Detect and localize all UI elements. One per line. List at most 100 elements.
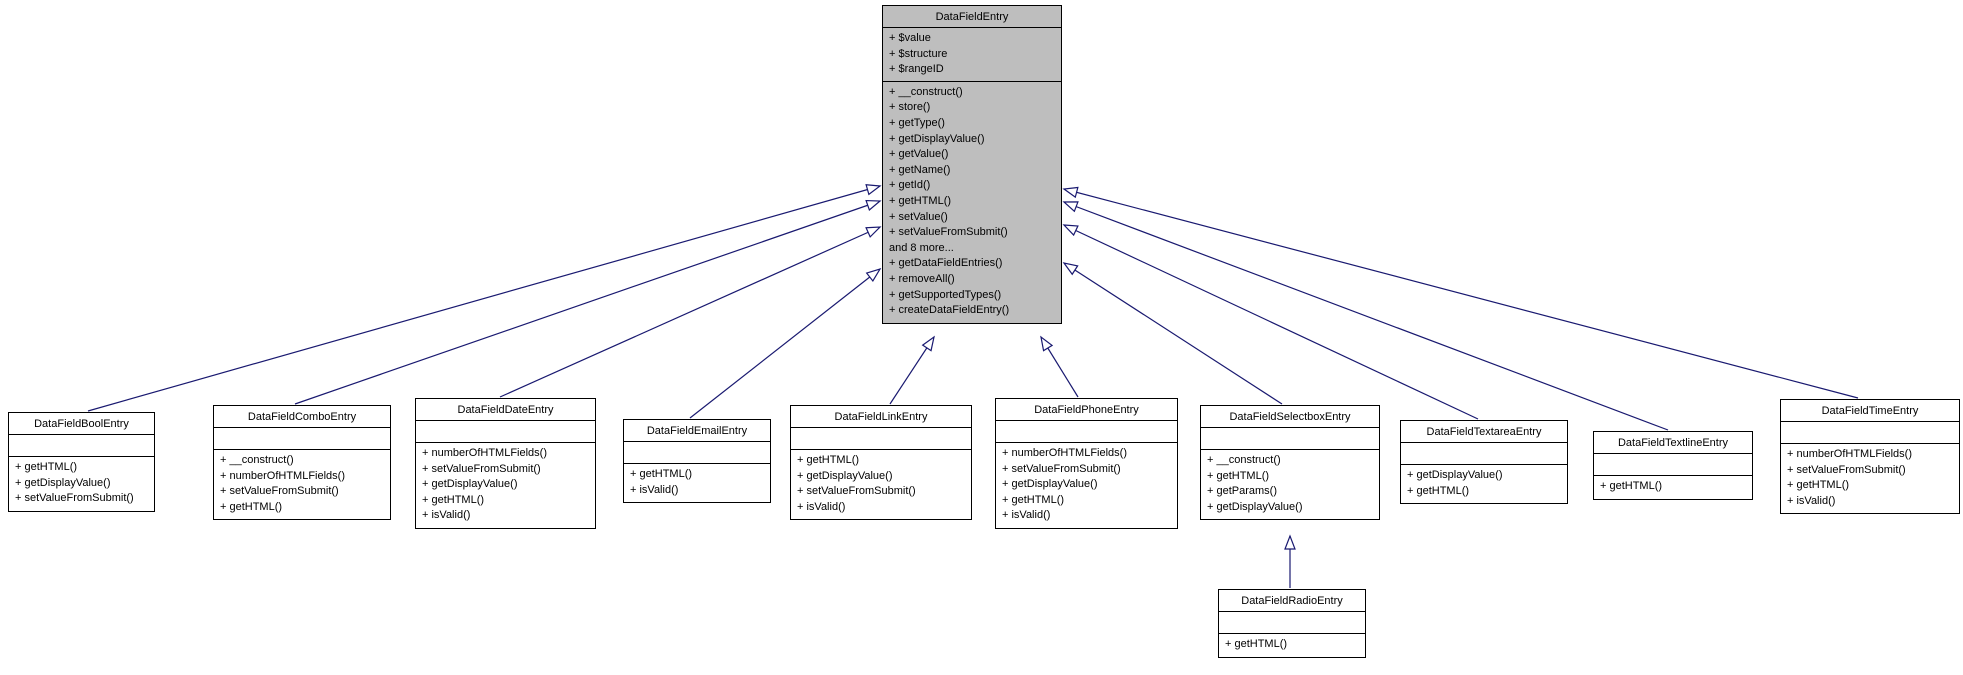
class-title: DataFieldTextareaEntry — [1401, 421, 1567, 443]
member-line: + numberOfHTMLFields() — [422, 447, 548, 459]
class-attributes — [9, 435, 154, 457]
member-line: + numberOfHTMLFields() — [220, 469, 346, 482]
member-line: + setValueFromSubmit() — [1787, 463, 1906, 476]
member-line: + getHTML() — [889, 194, 952, 207]
inheritance-edge-textarea — [1062, 224, 1479, 420]
class-methods: + numberOfHTMLFields() + setValueFromSubm… — [1781, 444, 1959, 513]
member-line: + getHTML() — [15, 461, 78, 473]
member-line: + getDisplayValue() — [797, 469, 893, 482]
class-node-datafieldcomboentry[interactable]: DataFieldComboEntry + __construct() + num… — [213, 405, 391, 521]
class-methods: + getHTML() — [1594, 476, 1752, 499]
member-line: + getHTML() — [630, 468, 693, 480]
member-line: + isValid() — [797, 500, 846, 513]
member-line: + isValid() — [422, 509, 471, 522]
member-line: + isValid() — [1002, 509, 1051, 522]
member-line: + isValid() — [630, 483, 679, 496]
class-title: DataFieldComboEntry — [214, 406, 390, 428]
class-attributes — [624, 442, 770, 464]
inheritance-edge-combo — [294, 199, 882, 405]
class-node-datafieldradioentry[interactable]: DataFieldRadioEntry + getHTML() — [1218, 589, 1366, 658]
member-line: + getHTML() — [220, 500, 283, 513]
class-methods: + __construct() + store() + getType() + get… — [883, 82, 1061, 323]
class-attributes — [791, 428, 971, 450]
class-attributes — [1781, 422, 1959, 444]
member-line: + getSupportedTypes() — [889, 288, 1002, 301]
class-node-datafieldentry[interactable]: DataFieldEntry + $value+ $structure+ $ra… — [882, 5, 1062, 324]
member-line: + setValue() — [889, 210, 948, 223]
member-line: + getHTML() — [1600, 480, 1663, 492]
member-line: + removeAll() — [889, 272, 955, 285]
class-title: DataFieldEmailEntry — [624, 420, 770, 442]
member-line: + __construct() — [889, 85, 963, 98]
member-line: + __construct() — [220, 454, 294, 466]
inheritance-edge-selectbox — [1062, 262, 1283, 405]
member-line: + $rangeID — [889, 63, 944, 76]
member-line: + $structure — [889, 47, 948, 60]
member-line: + setValueFromSubmit() — [220, 485, 339, 498]
inheritance-edge-time — [1062, 186, 1859, 399]
class-attributes — [1401, 443, 1567, 465]
member-line: + store() — [889, 101, 931, 114]
inheritance-edge-bool — [87, 184, 882, 412]
member-line: + getDisplayValue() — [889, 132, 985, 145]
member-line: + getValue() — [889, 148, 949, 161]
member-line: + getName() — [889, 163, 951, 176]
class-methods: + getDisplayValue()+ getHTML() — [1401, 465, 1567, 503]
member-line: + getDataFieldEntries() — [889, 257, 1003, 270]
member-line: + getType() — [889, 116, 945, 129]
class-methods: + numberOfHTMLFields() + setValueFromSubm… — [416, 443, 595, 528]
member-line: + getHTML() — [797, 454, 860, 466]
class-methods: + __construct() + numberOfHTMLFields() + s… — [214, 450, 390, 519]
class-node-datafieldboolentry[interactable]: DataFieldBoolEntry + getHTML() + getDispl… — [8, 412, 155, 512]
class-attributes — [416, 421, 595, 443]
member-line: + getDisplayValue() — [1207, 500, 1303, 513]
member-line: + getHTML() — [1787, 479, 1850, 492]
member-line: + setValueFromSubmit() — [1002, 462, 1121, 475]
class-title: DataFieldRadioEntry — [1219, 590, 1365, 612]
member-line: + $value — [889, 32, 931, 44]
inheritance-edge-date — [499, 226, 882, 398]
class-title: DataFieldPhoneEntry — [996, 399, 1177, 421]
class-title: DataFieldTimeEntry — [1781, 400, 1959, 422]
class-title: DataFieldSelectboxEntry — [1201, 406, 1379, 428]
inheritance-edge-email — [689, 267, 882, 419]
class-attributes — [996, 421, 1177, 443]
class-node-datafieldtimeentry[interactable]: DataFieldTimeEntry + numberOfHTMLFields(… — [1780, 399, 1960, 515]
inheritance-edge-phone — [1040, 335, 1079, 398]
member-line: + getHTML() — [1002, 493, 1065, 506]
class-methods: + getHTML() — [1219, 634, 1365, 657]
class-methods: + __construct()+ getHTML()+ getParams()+… — [1201, 450, 1379, 519]
class-title: DataFieldLinkEntry — [791, 406, 971, 428]
class-methods: + getHTML()+ getDisplayValue()+ setValue… — [9, 457, 154, 511]
member-line: + getDisplayValue() — [1407, 469, 1503, 481]
class-node-datafieldlinkentry[interactable]: DataFieldLinkEntry + getHTML() + getDispl… — [790, 405, 972, 521]
member-line: + createDataFieldEntry() — [889, 304, 1010, 317]
member-line: + __construct() — [1207, 454, 1281, 466]
class-attributes: + $value + $structure + $rangeID — [883, 28, 1061, 82]
class-node-datafieldemailentry[interactable]: DataFieldEmailEntry + getHTML() + isValid… — [623, 419, 771, 504]
class-node-datafieldtextareaentry[interactable]: DataFieldTextareaEntry + getDisplayValue… — [1400, 420, 1568, 505]
class-node-datafieldselectboxentry[interactable]: DataFieldSelectboxEntry + __construct() +… — [1200, 405, 1380, 521]
class-node-datafieldtextlineentry[interactable]: DataFieldTextlineEntry + getHTML() — [1593, 431, 1753, 500]
member-line: + isValid() — [1787, 494, 1836, 507]
class-attributes — [1201, 428, 1379, 450]
class-title: DataFieldDateEntry — [416, 399, 595, 421]
member-line: + getHTML() — [1207, 469, 1270, 482]
class-methods: + getHTML()+ getDisplayValue()+ setValue… — [791, 450, 971, 519]
class-attributes — [1219, 612, 1365, 634]
inheritance-edge-link — [889, 335, 935, 405]
member-line: + setValueFromSubmit() — [422, 462, 541, 475]
member-line: + numberOfHTMLFields() — [1002, 447, 1128, 459]
class-attributes — [214, 428, 390, 450]
member-line: + getDisplayValue() — [15, 476, 111, 489]
member-line: and 8 more... — [889, 241, 954, 254]
member-line: + getHTML() — [422, 493, 485, 506]
class-title: DataFieldBoolEntry — [9, 413, 154, 435]
member-line: + numberOfHTMLFields() — [1787, 448, 1913, 460]
class-node-datafieldphoneentry[interactable]: DataFieldPhoneEntry + numberOfHTMLFields… — [995, 398, 1178, 529]
member-line: + getDisplayValue() — [1002, 478, 1098, 491]
member-line: + getDisplayValue() — [422, 478, 518, 491]
class-node-datafielddateentry[interactable]: DataFieldDateEntry + numberOfHTMLFields(… — [415, 398, 596, 529]
